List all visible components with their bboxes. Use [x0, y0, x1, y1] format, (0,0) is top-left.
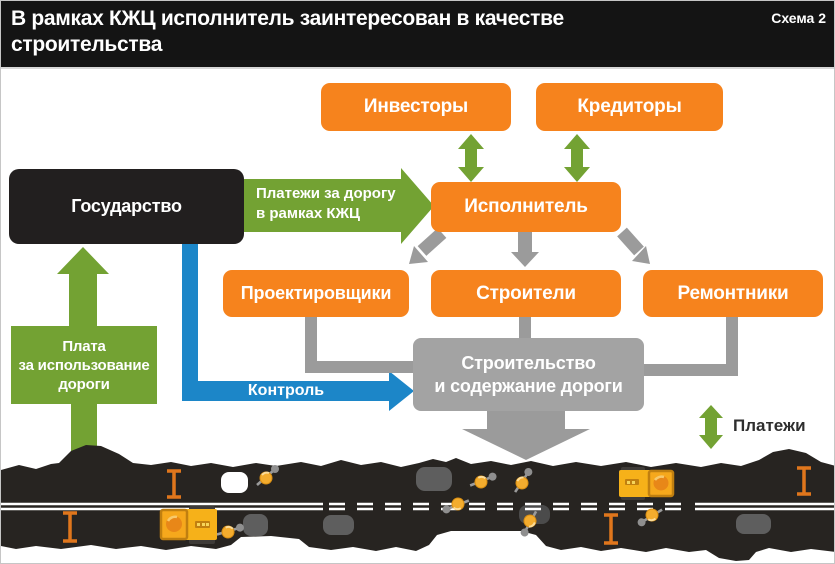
node-construction-label: Строительство и содержание дороги: [434, 352, 622, 398]
node-designers: Проектировщики: [223, 270, 409, 317]
scheme-number-label: Схема 2: [771, 10, 826, 26]
road-roller-left: [159, 506, 217, 544]
construction-connectors: [305, 315, 738, 376]
control-arrow: [182, 241, 414, 411]
payments-for-road-line2: в рамках КЖЦ: [256, 205, 361, 222]
title-line2: строительства: [11, 33, 163, 56]
node-creditors: Кредиторы: [536, 83, 723, 131]
node-contractor-label: Исполнитель: [464, 196, 588, 217]
payments-for-road-arrow: [244, 168, 434, 244]
control-label: Контроль: [247, 382, 325, 399]
legend-payments-label: Платежи: [733, 416, 806, 435]
payments-for-road-label: Платежи за дорогу в рамках КЖЦ: [256, 184, 396, 224]
construction-to-road-arrow: [462, 409, 590, 460]
survey-marker: [797, 466, 811, 496]
pothole: [221, 472, 248, 493]
contractor-fanout-arrows: [409, 227, 650, 267]
construction-line2: и содержание дороги: [434, 375, 623, 396]
page-title: В рамках КЖЦ исполнитель заинтересован в…: [11, 6, 711, 58]
title-line1: В рамках КЖЦ исполнитель заинтересован в…: [11, 7, 564, 30]
construction-line1: Строительство: [461, 352, 596, 373]
node-repairers: Ремонтники: [643, 270, 823, 317]
road-roller-right: [619, 467, 675, 500]
node-government: Государство: [9, 169, 244, 244]
node-investors: Инвесторы: [321, 83, 511, 131]
usage-fee-line2: за использование: [18, 356, 150, 374]
road-illustration: [1, 445, 834, 561]
node-builders-label: Строители: [476, 282, 576, 304]
node-builders: Строители: [431, 270, 621, 317]
usage-fee-line1: Плата: [62, 337, 106, 355]
payments-for-road-line1: Платежи за дорогу: [256, 185, 396, 202]
node-creditors-label: Кредиторы: [577, 96, 682, 117]
survey-marker: [167, 469, 181, 499]
survey-marker: [63, 511, 77, 543]
node-investors-label: Инвесторы: [363, 96, 469, 117]
survey-marker: [604, 513, 618, 545]
node-designers-label: Проектировщики: [240, 283, 392, 303]
header-bar: В рамках КЖЦ исполнитель заинтересован в…: [1, 1, 834, 69]
legend-payments-icon: [699, 405, 723, 449]
usage-fee-line3: дороги: [58, 375, 110, 393]
node-repairers-label: Ремонтники: [677, 282, 789, 304]
node-construction: Строительство и содержание дороги: [413, 338, 644, 411]
survey-markers: [63, 466, 811, 545]
payments-double-arrow-creditors: [564, 134, 590, 182]
payments-double-arrow-investors: [458, 134, 484, 182]
node-contractor: Исполнитель: [431, 182, 621, 232]
usage-fee-label: Плата за использование дороги: [19, 337, 150, 394]
usage-fee-box: Плата за использование дороги: [11, 326, 157, 404]
node-government-label: Государство: [71, 196, 182, 216]
